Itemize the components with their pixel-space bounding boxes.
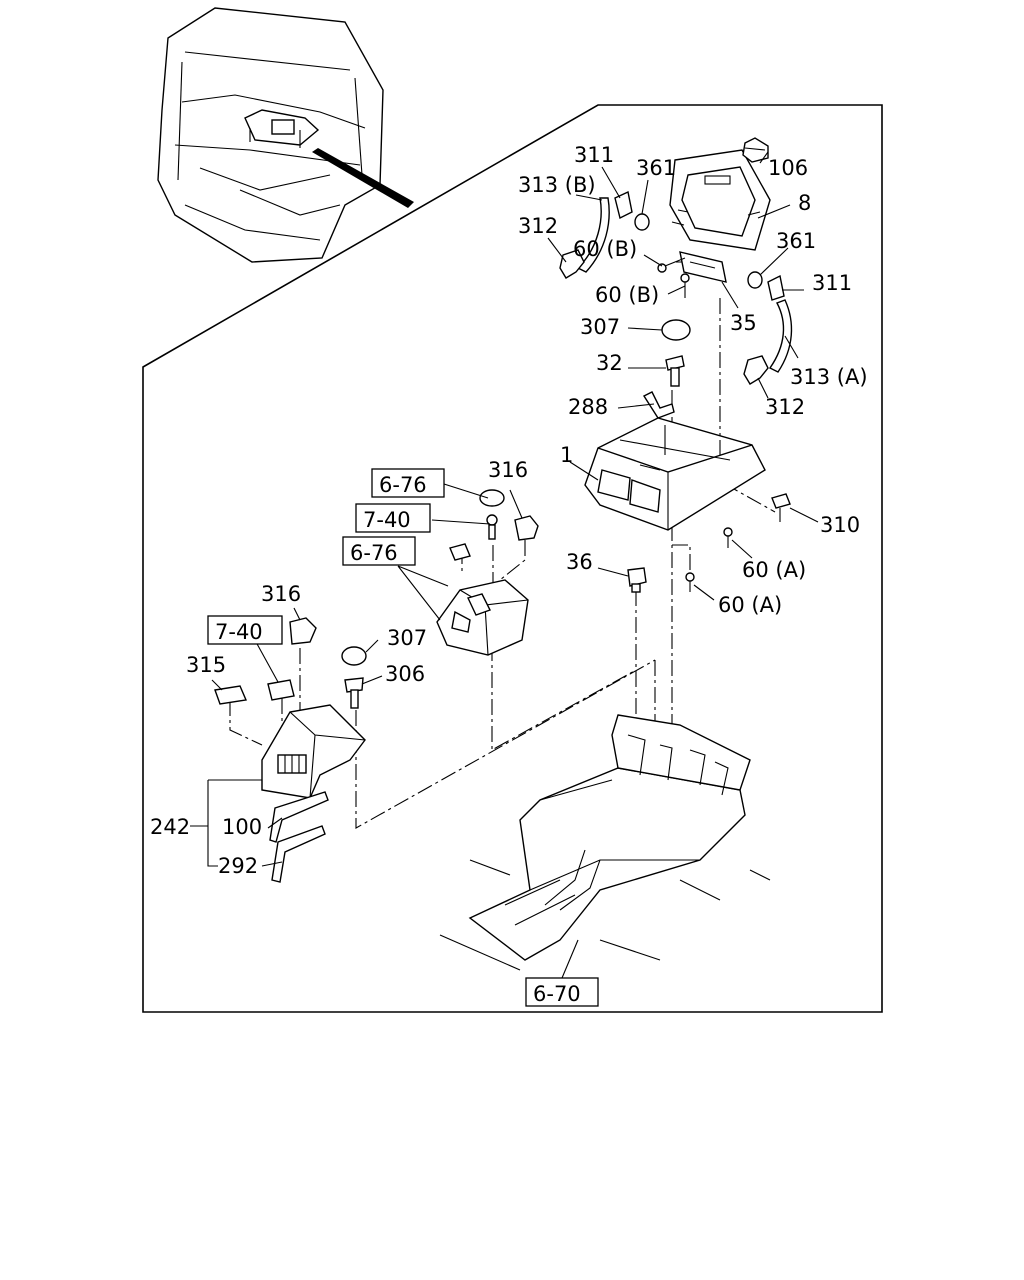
callout-36: 36 — [566, 550, 593, 574]
vehicle-overview-illustration — [157, 7, 414, 263]
callout-316-top: 316 — [488, 458, 528, 482]
callout-307-mid: 307 — [387, 626, 427, 650]
screw-part-60a-right — [723, 527, 733, 548]
callout-32: 32 — [596, 351, 623, 375]
cover-part-315 — [214, 685, 247, 705]
screw-part-32 — [665, 355, 685, 387]
callout-361-top: 361 — [636, 156, 676, 180]
callout-311-left: 311 — [574, 143, 614, 167]
switch-housing-middle — [436, 579, 529, 656]
floor-console-6-70 — [439, 714, 771, 971]
screw-part-306 — [344, 677, 364, 709]
callout-1: 1 — [560, 443, 573, 467]
callout-8: 8 — [798, 191, 811, 215]
reference-box-6-76-top: 6-76 — [371, 468, 445, 498]
cap-part-6-76 — [479, 489, 505, 507]
latch-part-312-right — [743, 355, 769, 385]
bracket-part-35 — [679, 251, 727, 283]
screw-part-60a-lower — [685, 572, 695, 592]
strap-part-313b — [576, 197, 610, 273]
screw-part-7-40 — [486, 514, 498, 540]
clip-part-7-40-left — [267, 679, 295, 701]
callout-310: 310 — [820, 513, 860, 537]
screw-part-60b-lower — [680, 273, 690, 298]
screw-part-60b-upper — [657, 257, 686, 273]
switch-part-316-top — [514, 515, 539, 541]
reference-label-7-40-left: 7-40 — [215, 620, 263, 644]
callout-312-right: 312 — [765, 395, 805, 419]
callout-60a-right: 60 (A) — [742, 558, 806, 582]
callout-307-top: 307 — [580, 315, 620, 339]
detail-frame — [142, 104, 883, 1013]
bezel-part-8 — [669, 149, 771, 251]
clip-part-361-top — [634, 213, 650, 231]
cap-part-307-mid — [341, 646, 367, 666]
callout-292: 292 — [218, 854, 258, 878]
bracket-part-311-left — [614, 190, 633, 220]
callout-315: 315 — [186, 653, 226, 677]
callout-242: 242 — [150, 815, 190, 839]
pad-part-292 — [271, 825, 326, 883]
reference-label-7-40-top: 7-40 — [363, 508, 411, 532]
clip-part-6-76-left — [449, 543, 471, 561]
reference-box-7-40-top: 7-40 — [355, 503, 431, 533]
bracket-part-311-right — [767, 274, 785, 301]
switch-housing-lower — [261, 704, 366, 799]
callout-361-right: 361 — [776, 229, 816, 253]
reference-box-6-70: 6-70 — [525, 977, 599, 1007]
callout-313a: 313 (A) — [790, 365, 868, 389]
callout-60b-lower: 60 (B) — [595, 283, 659, 307]
callout-316-left: 316 — [261, 582, 301, 606]
reference-box-7-40-left: 7-40 — [207, 615, 283, 645]
callout-35: 35 — [730, 311, 757, 335]
callout-labels: 311 361 106 313 (B) 8 312 361 60 (B) 311… — [150, 143, 868, 878]
callout-100: 100 — [222, 815, 262, 839]
switch-part-316-left — [289, 617, 317, 645]
reference-label-6-70: 6-70 — [533, 982, 581, 1006]
callout-306: 306 — [385, 662, 425, 686]
callout-60b-upper: 60 (B) — [573, 237, 637, 261]
reference-label-6-76-mid: 6-76 — [350, 541, 398, 565]
nut-part-36 — [627, 567, 647, 593]
reference-box-6-76-mid: 6-76 — [342, 536, 416, 566]
clip-part-361-right — [747, 271, 763, 289]
housing-part-1 — [584, 417, 766, 531]
callout-311-right: 311 — [812, 271, 852, 295]
latch-part-312-left — [559, 249, 585, 279]
pad-part-100 — [269, 791, 329, 843]
leader-lines — [190, 151, 819, 979]
callout-312-left: 312 — [518, 214, 558, 238]
clip-part-106 — [742, 137, 769, 163]
strap-part-313a — [768, 299, 793, 373]
cap-part-307-top — [661, 319, 691, 341]
callout-106: 106 — [768, 156, 808, 180]
clip-part-310 — [771, 493, 791, 522]
callout-313b: 313 (B) — [518, 173, 596, 197]
callout-60a-lower: 60 (A) — [718, 593, 782, 617]
callout-288: 288 — [568, 395, 608, 419]
reference-label-6-76-top: 6-76 — [379, 473, 427, 497]
